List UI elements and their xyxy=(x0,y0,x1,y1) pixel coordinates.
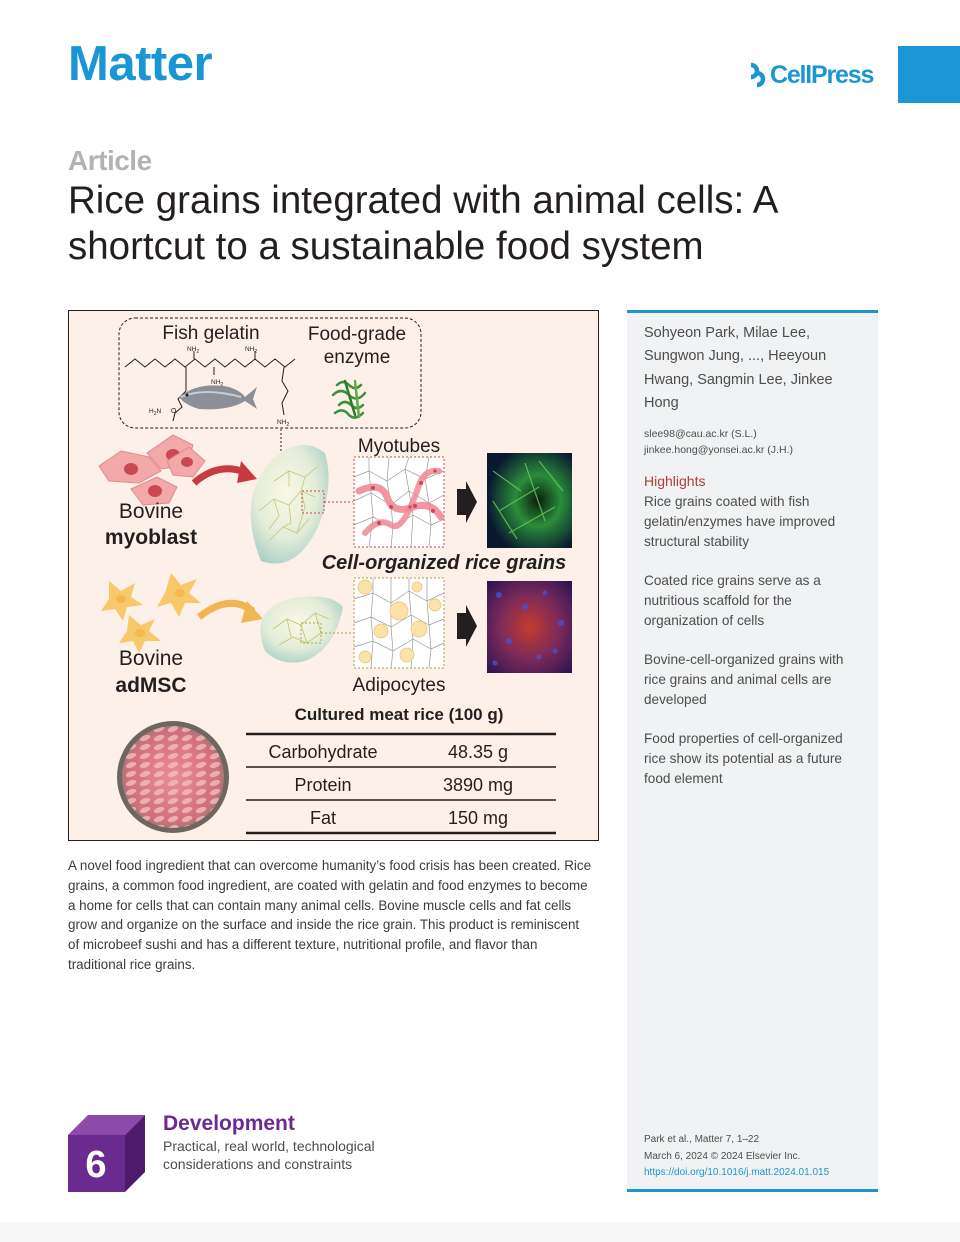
author-list: Sohyeon Park, Milae Lee, Sungwon Jung, .… xyxy=(644,325,833,411)
table-row-value: 48.35 g xyxy=(448,742,508,762)
article-summary: A novel food ingredient that can overcom… xyxy=(68,858,592,972)
development-cube-icon: 6 xyxy=(68,1115,145,1192)
admsc-label-line2: adMSC xyxy=(115,674,186,697)
fish-gelatin-label: Fish gelatin xyxy=(162,323,259,344)
article-title: Rice grains integrated with animal cells… xyxy=(68,179,777,268)
myoblast-label-line1: Bovine xyxy=(119,500,183,523)
info-sidebar xyxy=(627,310,878,1192)
admsc-cells-icon xyxy=(101,573,201,653)
development-description: Practical, real world, technological con… xyxy=(163,1138,375,1172)
development-level-number: 6 xyxy=(85,1144,106,1186)
cellpress-wordmark: CellPress xyxy=(770,60,874,89)
citation-block: Park et al., Matter 7, 1–22 March 6, 202… xyxy=(644,1132,866,1182)
rice-grain-icon xyxy=(260,596,343,663)
amine-label: NH2 xyxy=(277,419,289,428)
table-row-value: 150 mg xyxy=(448,808,508,828)
amine-label: NH2 xyxy=(187,346,199,355)
publication-date: March 6, 2024 © 2024 Elsevier Inc. xyxy=(644,1150,801,1162)
table-row-label: Carbohydrate xyxy=(268,742,377,762)
citation-text: Park et al., Matter 7, 1–22 xyxy=(644,1134,760,1145)
amide-label: H2N xyxy=(149,408,161,417)
highlights-heading: Highlights xyxy=(644,473,706,489)
myotube-microscopy-image xyxy=(487,453,572,548)
cellpress-icon xyxy=(750,62,766,88)
myoblast-label-line2: myoblast xyxy=(105,526,197,549)
arrow-head-icon xyxy=(237,461,257,483)
admsc-label-line1: Bovine xyxy=(119,647,183,670)
table-row-value: 3890 mg xyxy=(443,775,513,795)
fish-icon xyxy=(179,385,257,410)
oxygen-label: O xyxy=(171,408,177,415)
development-title: Development xyxy=(163,1112,295,1135)
cultured-rice-bowl-image xyxy=(117,721,229,833)
page-footer-band xyxy=(0,1222,960,1242)
adipocytes-panel xyxy=(353,577,445,669)
cellpress-logo: CellPress xyxy=(742,60,874,90)
highlight-item: Coated rice grains serve as a nutritious… xyxy=(644,573,821,628)
correspondence: slee98@cau.ac.kr (S.L.) jinkee.hong@yons… xyxy=(644,426,866,458)
arrow-right-icon xyxy=(457,481,477,523)
table-row-label: Protein xyxy=(294,775,351,795)
amine-label: NH2 xyxy=(245,346,257,355)
arrow-head-icon xyxy=(241,601,263,623)
enzyme-label-line1: Food-grade xyxy=(308,324,406,345)
nutrition-table: Carbohydrate 48.35 g Protein 3890 mg Fat… xyxy=(246,732,556,835)
graphical-abstract: Fish gelatin Food-grade enzyme NH2 NH2 N… xyxy=(68,310,599,841)
journal-logo: Matter xyxy=(68,37,213,91)
enzyme-label-line2: enzyme xyxy=(324,347,391,368)
myotubes-panel xyxy=(353,456,445,548)
highlight-item: Bovine-cell-organized grains with rice g… xyxy=(644,652,844,707)
cell-organized-label: Cell-organized rice grains xyxy=(322,552,567,574)
enzyme-icon xyxy=(331,379,367,419)
email-link[interactable]: slee98@cau.ac.kr (S.L.) xyxy=(644,428,757,440)
doi-link[interactable]: https://doi.org/10.1016/j.matt.2024.01.0… xyxy=(644,1167,830,1178)
highlight-item: Food properties of cell-organized rice s… xyxy=(644,731,843,786)
table-row-label: Fat xyxy=(310,808,336,828)
myotubes-label: Myotubes xyxy=(358,436,440,457)
gelatin-enzyme-box xyxy=(118,317,422,429)
journal-color-tab xyxy=(898,46,960,103)
adipocytes-label: Adipocytes xyxy=(353,675,446,696)
highlights-list: Rice grains coated with fish gelatin/enz… xyxy=(644,492,866,808)
highlight-item: Rice grains coated with fish gelatin/enz… xyxy=(644,494,836,549)
amine-label: NH2 xyxy=(211,379,223,388)
graphical-abstract-figure: Fish gelatin Food-grade enzyme NH2 NH2 N… xyxy=(98,317,572,835)
gelatin-structure xyxy=(124,351,296,422)
arrow-right-icon xyxy=(457,605,477,647)
email-link[interactable]: jinkee.hong@yonsei.ac.kr (J.H.) xyxy=(644,444,793,456)
rice-grain-icon xyxy=(250,445,329,564)
microscopy-fibers xyxy=(492,460,564,540)
myoblast-cells-icon xyxy=(98,434,206,506)
nutrition-table-title: Cultured meat rice (100 g) xyxy=(295,705,504,724)
article-type-label: Article xyxy=(68,145,152,176)
microscopy-nuclei xyxy=(492,590,564,666)
